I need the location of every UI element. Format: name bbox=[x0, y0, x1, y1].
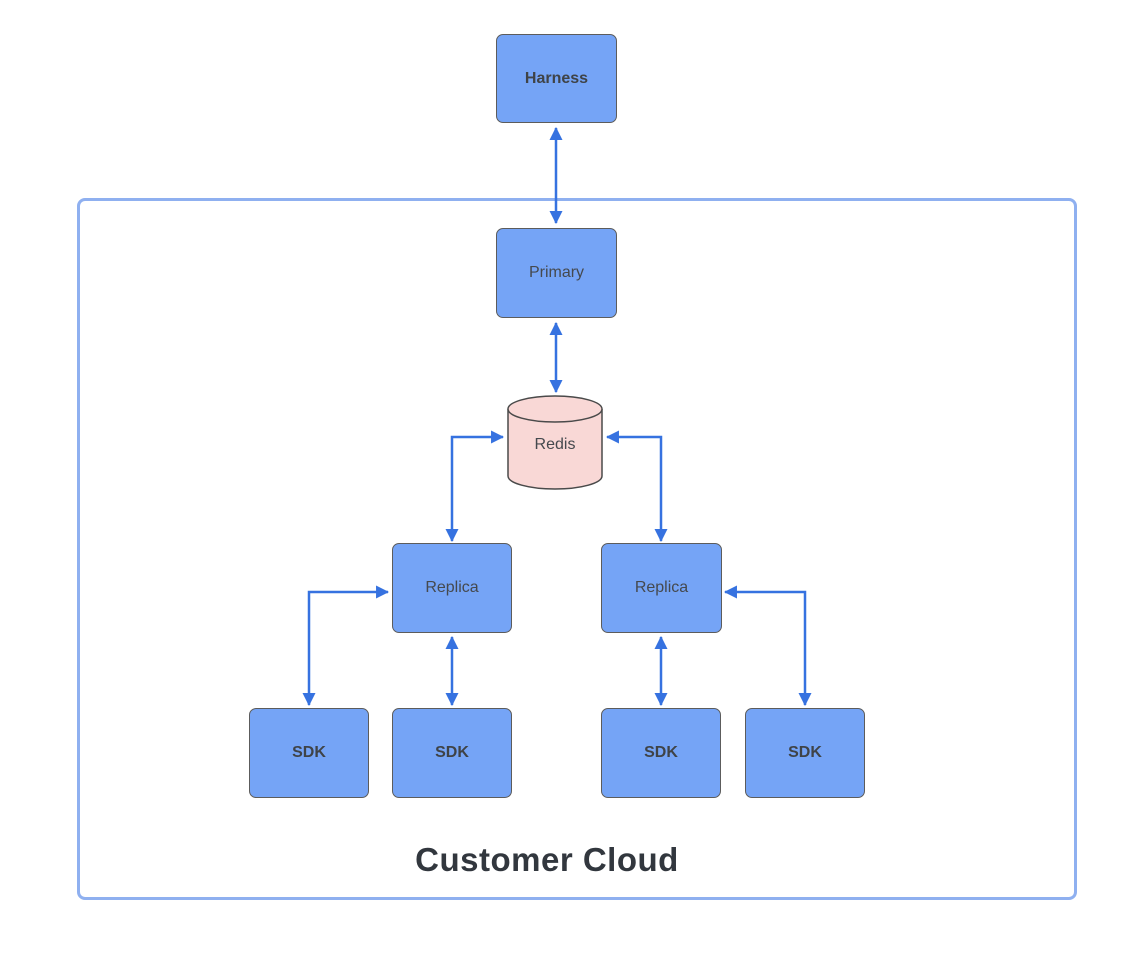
node-sdk-3-label: SDK bbox=[644, 744, 678, 761]
node-sdk-3: SDK bbox=[601, 708, 721, 798]
node-replica-right: Replica bbox=[601, 543, 722, 633]
node-sdk-1-label: SDK bbox=[292, 744, 326, 761]
node-sdk-1: SDK bbox=[249, 708, 369, 798]
node-redis: Redis bbox=[508, 400, 602, 489]
node-harness: Harness bbox=[496, 34, 617, 123]
node-replica-left-label: Replica bbox=[425, 579, 479, 596]
customer-cloud-container bbox=[77, 198, 1077, 900]
node-harness-label: Harness bbox=[524, 69, 589, 87]
node-redis-label: Redis bbox=[534, 435, 576, 453]
node-replica-left: Replica bbox=[392, 543, 512, 633]
node-sdk-4-label: SDK bbox=[788, 744, 822, 761]
customer-cloud-title: Customer Cloud bbox=[415, 841, 679, 878]
node-sdk-4: SDK bbox=[745, 708, 865, 798]
node-primary: Primary bbox=[496, 228, 617, 318]
node-sdk-2-label: SDK bbox=[435, 744, 469, 761]
node-replica-right-label: Replica bbox=[634, 579, 689, 596]
node-sdk-2: SDK bbox=[392, 708, 512, 798]
node-primary-label: Primary bbox=[528, 264, 585, 281]
